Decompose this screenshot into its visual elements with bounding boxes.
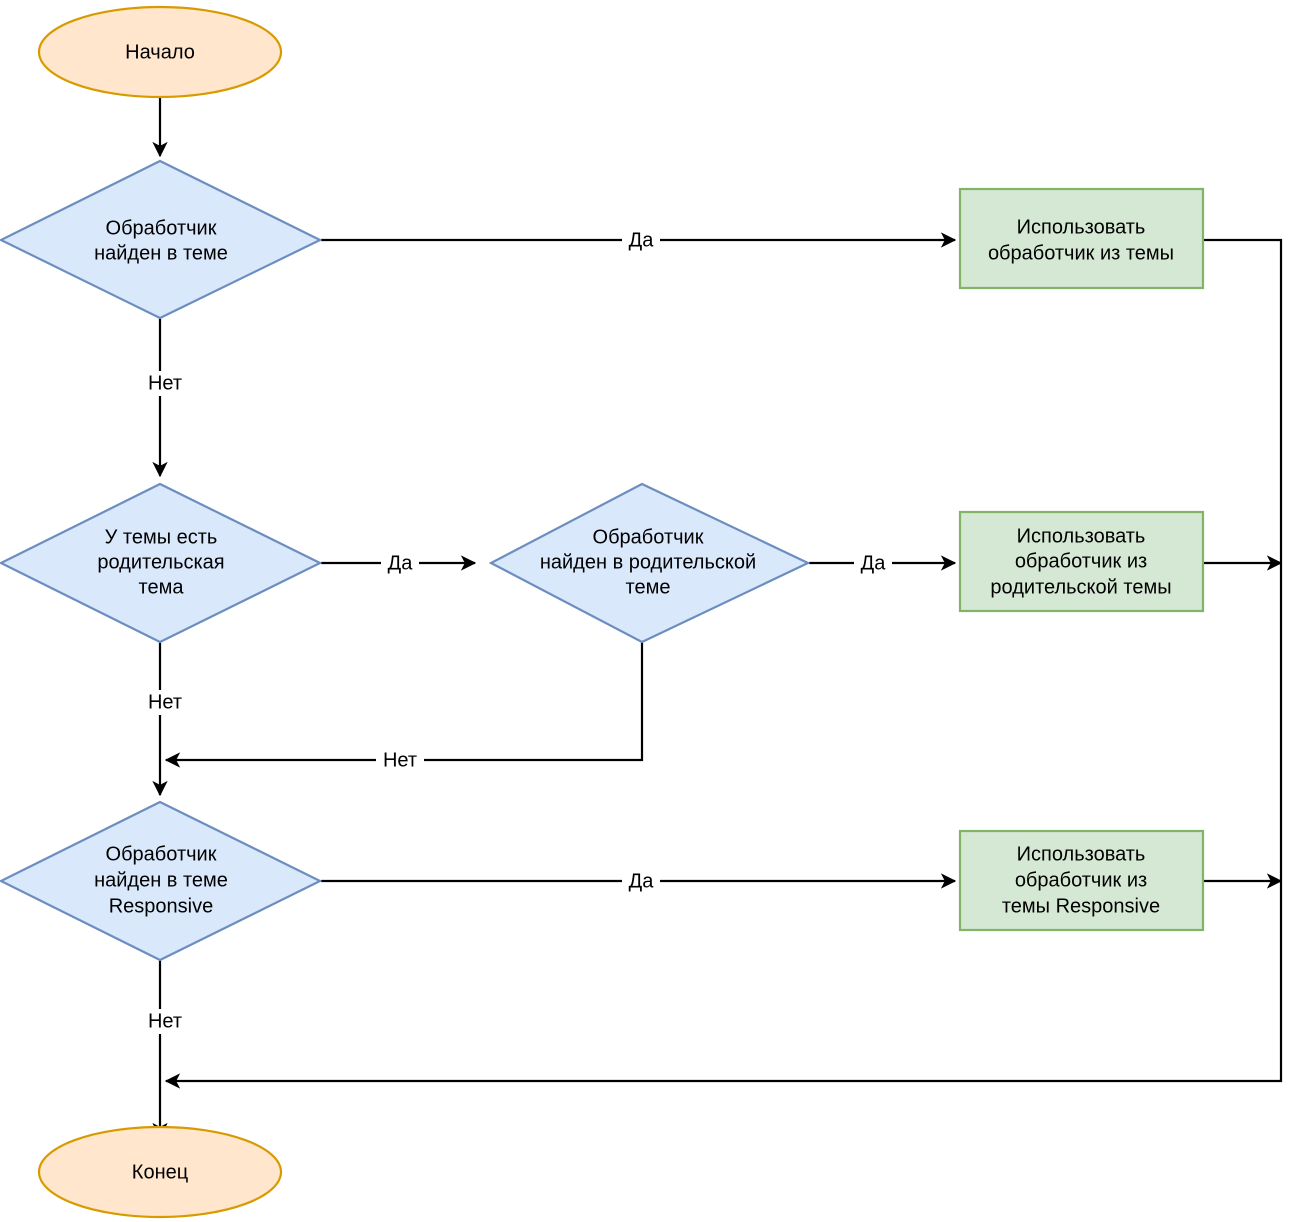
decision-parent-handler-shape[interactable] — [488, 482, 811, 644]
edge-process-theme-to-end — [164, 238, 1283, 1089]
edge-parent-exists-no: Нет — [141, 642, 189, 797]
node-process-responsive[interactable]: Использовать обработчик из темы Responsi… — [958, 829, 1205, 932]
decision-responsive-label-line-3: Responsive — [109, 895, 214, 917]
process-parent-label-line-1: Использовать — [1017, 525, 1146, 547]
process-parent-label-line-3: родительской темы — [990, 576, 1171, 598]
decision-parent-exists-shape[interactable] — [0, 482, 323, 644]
edge-label-parent-exists-no: Нет — [148, 691, 182, 713]
node-decision-responsive[interactable]: Обработчик найден в теме Responsive — [0, 800, 323, 962]
decision-theme-label-line-1: Обработчик — [106, 217, 217, 239]
edge-responsive-yes: Да — [321, 869, 957, 894]
decision-responsive-label-line-2: найден в теме — [94, 869, 228, 891]
decision-theme-shape[interactable] — [0, 159, 323, 320]
node-decision-parent-exists[interactable]: У темы есть родительская тема — [0, 482, 323, 644]
start-label: Начало — [125, 41, 195, 63]
process-responsive-label-line-3: темы Responsive — [1002, 895, 1160, 917]
process-theme-label-line-1: Использовать — [1017, 216, 1146, 238]
edge-parent-handler-no: Нет — [164, 642, 644, 773]
node-end[interactable]: Конец — [37, 1125, 283, 1219]
node-start[interactable]: Начало — [37, 5, 283, 99]
edge-label-parent-handler-yes: Да — [861, 552, 887, 574]
edge-decision-theme-no: Нет — [141, 318, 189, 478]
process-responsive-shape[interactable] — [958, 829, 1205, 932]
edge-label-responsive-yes: Да — [629, 870, 655, 892]
decision-responsive-shape[interactable] — [0, 800, 323, 962]
decision-parent-handler-label-line-3: теме — [626, 576, 671, 598]
node-decision-theme[interactable]: Обработчик найден в теме — [0, 159, 323, 320]
start-terminator-shape[interactable] — [37, 5, 283, 99]
node-process-parent[interactable]: Использовать обработчик из родительской … — [958, 510, 1205, 613]
process-theme-label-line-2: обработчик из темы — [988, 242, 1174, 264]
edge-responsive-no: Нет — [141, 960, 189, 1139]
node-decision-parent-handler[interactable]: Обработчик найден в родительской теме — [488, 482, 811, 644]
decision-responsive-label-line-1: Обработчик — [106, 843, 217, 865]
decision-parent-exists-label-line-1: У темы есть — [105, 526, 218, 548]
decision-parent-handler-label-line-2: найден в родительской — [540, 551, 756, 573]
node-process-theme[interactable]: Использовать обработчик из темы — [958, 187, 1205, 290]
decision-parent-handler-label-line-1: Обработчик — [593, 526, 704, 548]
decision-theme-label-line-2: найден в теме — [94, 242, 228, 264]
end-label: Конец — [132, 1161, 188, 1183]
edge-label-theme-yes: Да — [629, 229, 655, 251]
process-theme-shape[interactable] — [958, 187, 1205, 290]
end-terminator-shape[interactable] — [37, 1125, 283, 1219]
process-responsive-label-line-1: Использовать — [1017, 843, 1146, 865]
edge-label-parent-exists-yes: Да — [388, 552, 414, 574]
process-parent-shape[interactable] — [958, 510, 1205, 613]
edge-decision-theme-yes: Да — [321, 228, 957, 253]
edge-parent-handler-yes: Да — [809, 551, 957, 576]
edge-label-responsive-no: Нет — [148, 1010, 182, 1032]
process-responsive-label-line-2: обработчик из — [1015, 869, 1147, 891]
edge-label-parent-handler-no: Нет — [383, 749, 417, 771]
edge-parent-exists-yes: Да — [321, 551, 477, 576]
process-parent-label-line-2: обработчик из — [1015, 550, 1147, 572]
edge-label-theme-no: Нет — [148, 372, 182, 394]
decision-parent-exists-label-line-2: родительская — [97, 551, 224, 573]
decision-parent-exists-label-line-3: тема — [139, 576, 185, 598]
